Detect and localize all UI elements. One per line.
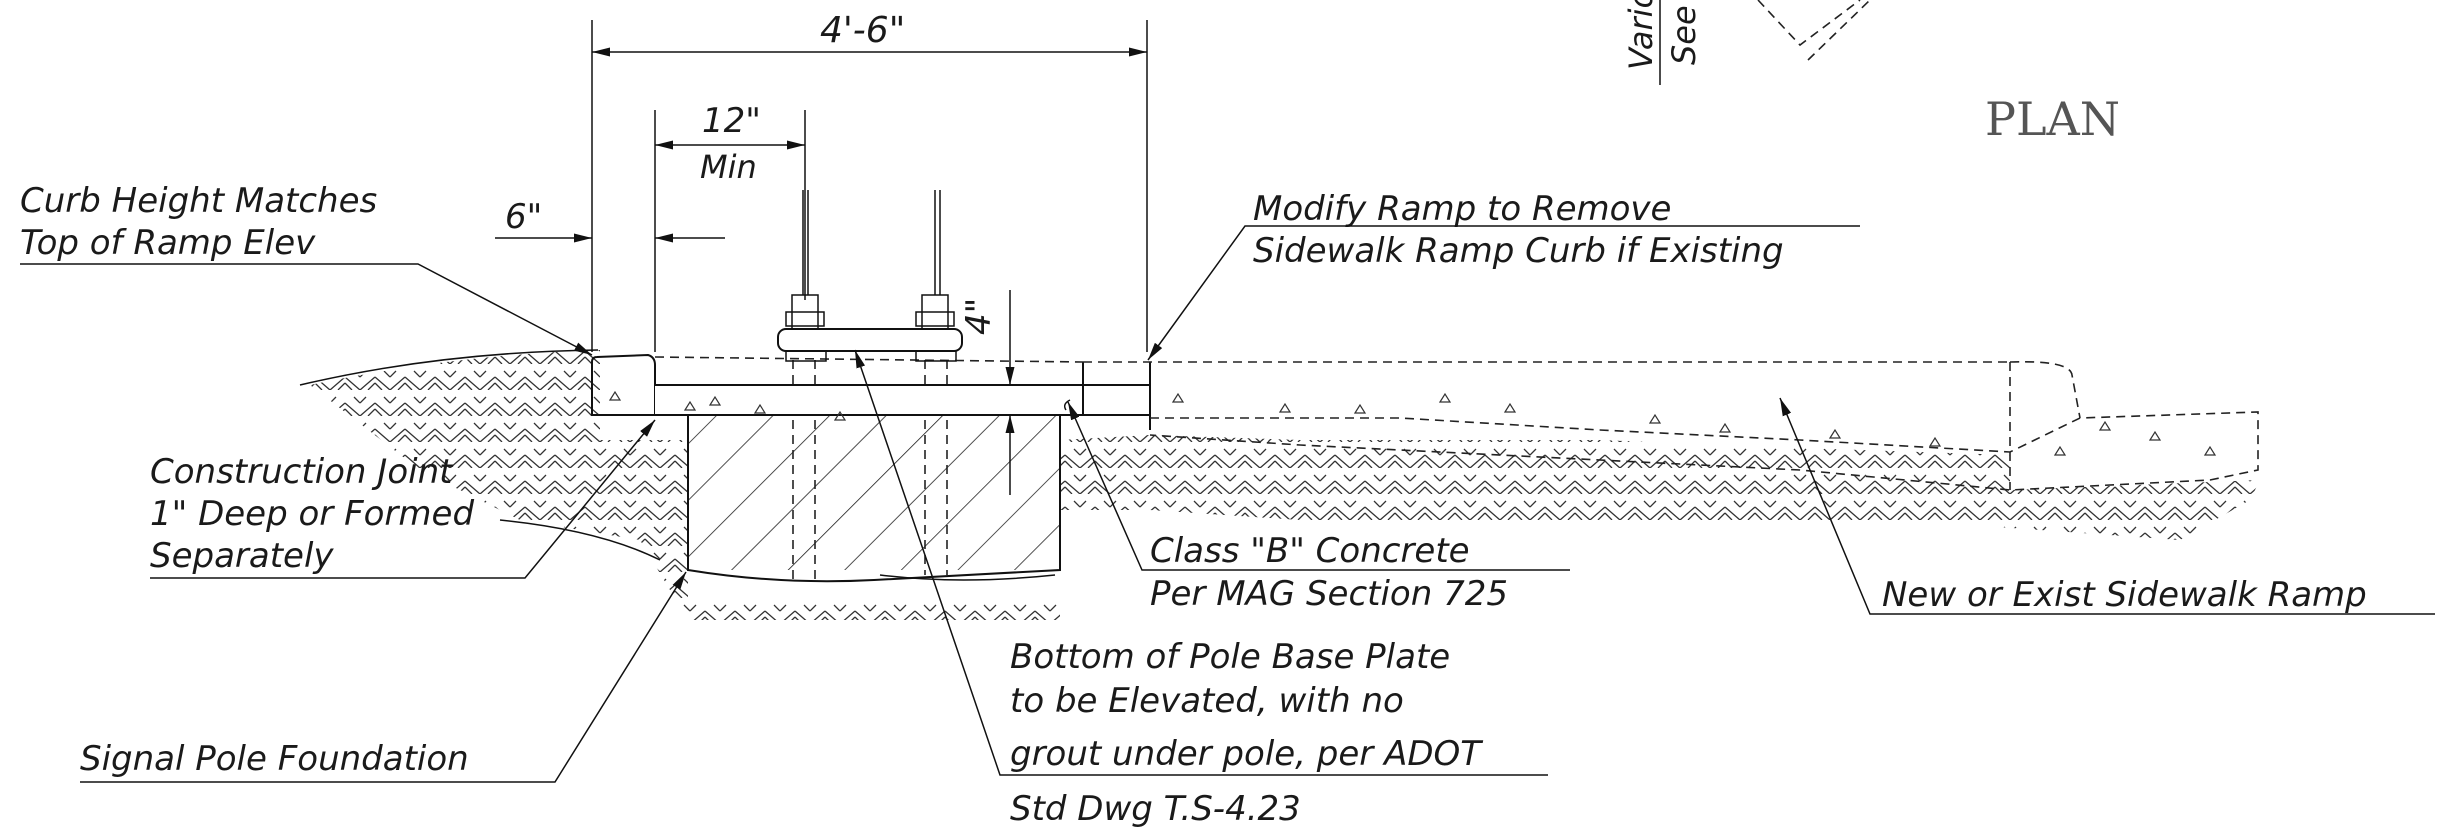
leader-foundation bbox=[80, 571, 687, 783]
callout-foundation: Signal Pole Foundation bbox=[80, 739, 469, 779]
leader-construction-joint bbox=[150, 419, 656, 579]
callout-concrete-class-line2: Per MAG Section 725 bbox=[1150, 574, 1508, 614]
plan-title: PLAN bbox=[1985, 92, 2120, 146]
callout-curb-height-line2: Top of Ramp Elev bbox=[20, 223, 316, 263]
concrete-slab bbox=[591, 353, 2259, 491]
pole-base-plate bbox=[777, 190, 963, 362]
leader-sidewalk-ramp bbox=[1779, 397, 2435, 615]
leader-base-plate bbox=[854, 349, 1548, 776]
callout-construction-joint-line3: Separately bbox=[150, 536, 334, 576]
partial-note-line2: See bbox=[1665, 5, 1703, 65]
partial-note-line1: Vario bbox=[1622, 0, 1660, 70]
callout-base-plate-line2: to be Elevated, with no bbox=[1010, 681, 1404, 721]
callout-construction-joint-line2: 1" Deep or Formed bbox=[150, 494, 474, 534]
callout-base-plate-line4: Std Dwg T.S-4.23 bbox=[1010, 789, 1301, 829]
dimension-min-label: Min bbox=[700, 148, 757, 186]
aggregate-marks bbox=[608, 390, 2217, 456]
dimension-min-width bbox=[654, 110, 806, 352]
leader-curb-height bbox=[20, 263, 593, 356]
callout-modify-ramp-line2: Sidewalk Ramp Curb if Existing bbox=[1253, 231, 1784, 271]
dimension-min-width-label: 12" bbox=[702, 101, 761, 141]
callout-sidewalk-ramp: New or Exist Sidewalk Ramp bbox=[1882, 575, 2367, 615]
dimension-curb-offset-label: 6" bbox=[505, 197, 542, 237]
callout-base-plate-line3: grout under pole, per ADOT bbox=[1010, 734, 1483, 774]
leader-concrete-class bbox=[1067, 401, 1570, 571]
leader-modify-ramp bbox=[1147, 225, 1860, 361]
callout-curb-height-line1: Curb Height Matches bbox=[20, 181, 377, 221]
callout-base-plate-line1: Bottom of Pole Base Plate bbox=[1010, 637, 1450, 677]
dimension-overall-label: 4'-6" bbox=[820, 10, 905, 51]
dimension-overall bbox=[591, 20, 1148, 352]
signal-pole-foundation bbox=[687, 415, 1061, 583]
callout-concrete-class-line1: Class "B" Concrete bbox=[1150, 531, 1470, 571]
partial-plan-detail bbox=[1659, 0, 1871, 85]
callout-construction-joint-line1: Construction Joint bbox=[150, 452, 454, 492]
callout-modify-ramp-line1: Modify Ramp to Remove bbox=[1253, 189, 1671, 229]
dimension-vertical-label: 4" bbox=[959, 298, 999, 335]
soil-hatch bbox=[299, 349, 2260, 620]
